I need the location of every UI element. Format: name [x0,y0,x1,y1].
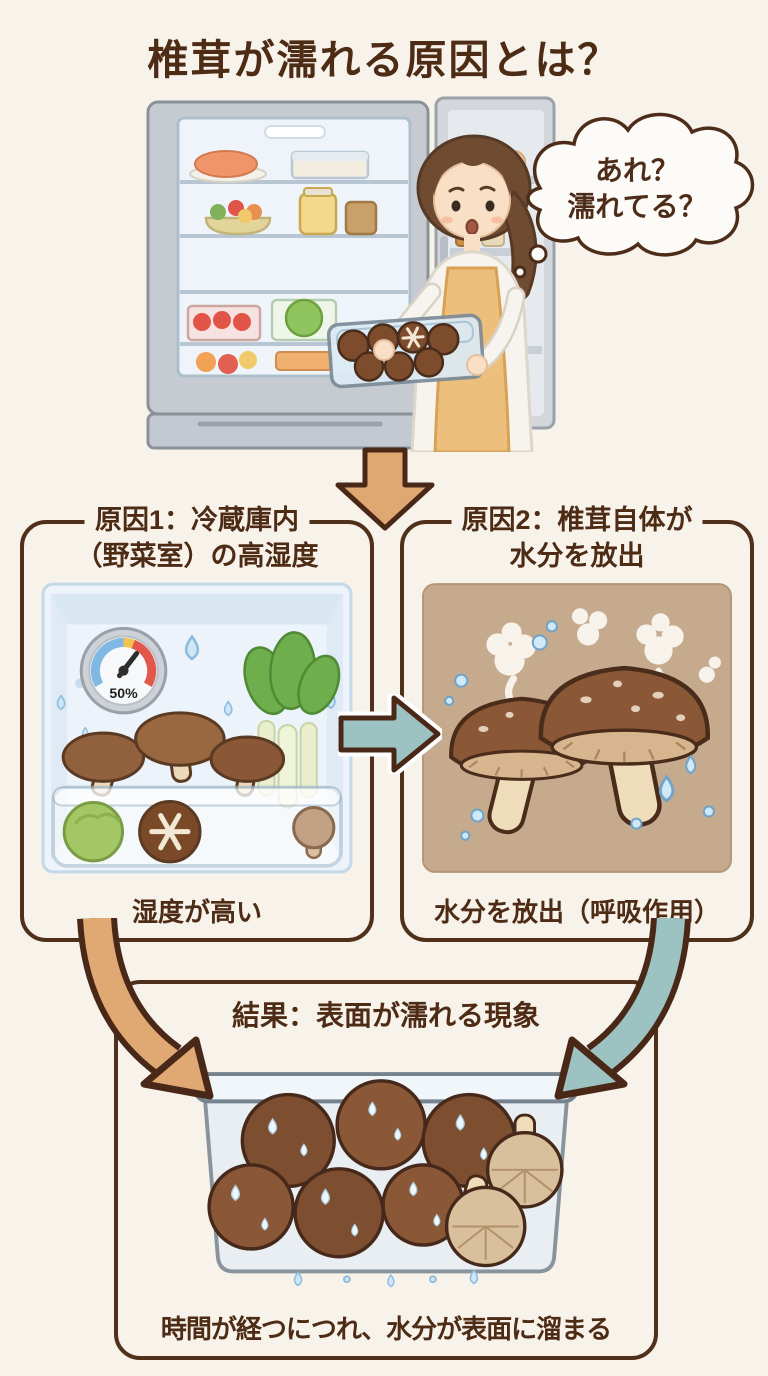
fridge-scene-illustration: あれ？ 濡れてる？ [146,96,755,452]
freezer-drawer [146,412,430,450]
shiitake-star-cut [401,326,425,349]
steaming-mushrooms-illustration [422,583,732,873]
result-caption: 時間が経つにつれ、水分が表面に溜まる [160,1314,612,1344]
cause2-heading-line2: 水分を放出 [499,538,655,575]
wet-mushrooms [207,1079,564,1268]
vegetable-drawer-illustration: 50% [41,582,353,874]
shiitake-right [538,665,710,827]
cause2-heading: 原因2：椎茸自体が 水分を放出 [451,503,703,575]
fridge-scene: あれ？ 濡れてる？ [0,96,768,452]
result-illustration [171,1032,601,1290]
surface-droplets [230,1101,488,1237]
cause1-caption: 湿度が高い [131,897,262,927]
down-arrow [330,447,440,531]
cause2-box: 原因2：椎茸自体が 水分を放出 [400,503,754,942]
cause2-heading-line1: 原因2：椎茸自体が [451,503,703,539]
tray-drips [293,1268,479,1288]
thought-text-line2: 濡れてる？ [567,191,706,222]
refrigerator [146,100,430,450]
bangs [433,140,511,196]
cause1-heading: 原因1：冷蔵庫内 （野菜室）の高湿度 [65,503,329,575]
result-heading: 結果：表面が濡れる現象 [231,1000,540,1031]
mushroom-tray [326,313,486,389]
steam-puffs [486,608,721,709]
thought-bubble: あれ？ 濡れてる？ [513,112,755,279]
mouth [465,219,479,235]
curved-arrow-left [42,918,242,1118]
page-title: 椎茸が濡れる原因とは？ [147,37,621,83]
cause1-heading-line2: （野菜室）の高湿度 [65,538,329,575]
fridge-food-items [186,150,378,374]
result-box: 結果：表面が濡れる現象 [114,980,658,1360]
cause2-illustration [421,582,733,874]
cause1-box: 原因1：冷蔵庫内 （野菜室）の高湿度 [20,503,374,942]
right-arrow [338,694,442,774]
star-cut-mushroom [138,799,202,864]
cause1-illustration: 50% [41,582,353,874]
woman-figure [326,134,538,452]
gauge-value: 50% [109,685,138,701]
humidity-gauge: 50% [79,626,168,715]
lettuce [62,800,125,863]
pale-mushroom [292,806,336,860]
cause1-heading-line1: 原因1：冷蔵庫内 [84,503,310,539]
moisture-droplets [444,620,715,841]
wet-mushroom-tray-illustration [192,1072,580,1288]
thought-text-line1: あれ？ [595,155,679,186]
curved-arrow-right [526,918,726,1118]
